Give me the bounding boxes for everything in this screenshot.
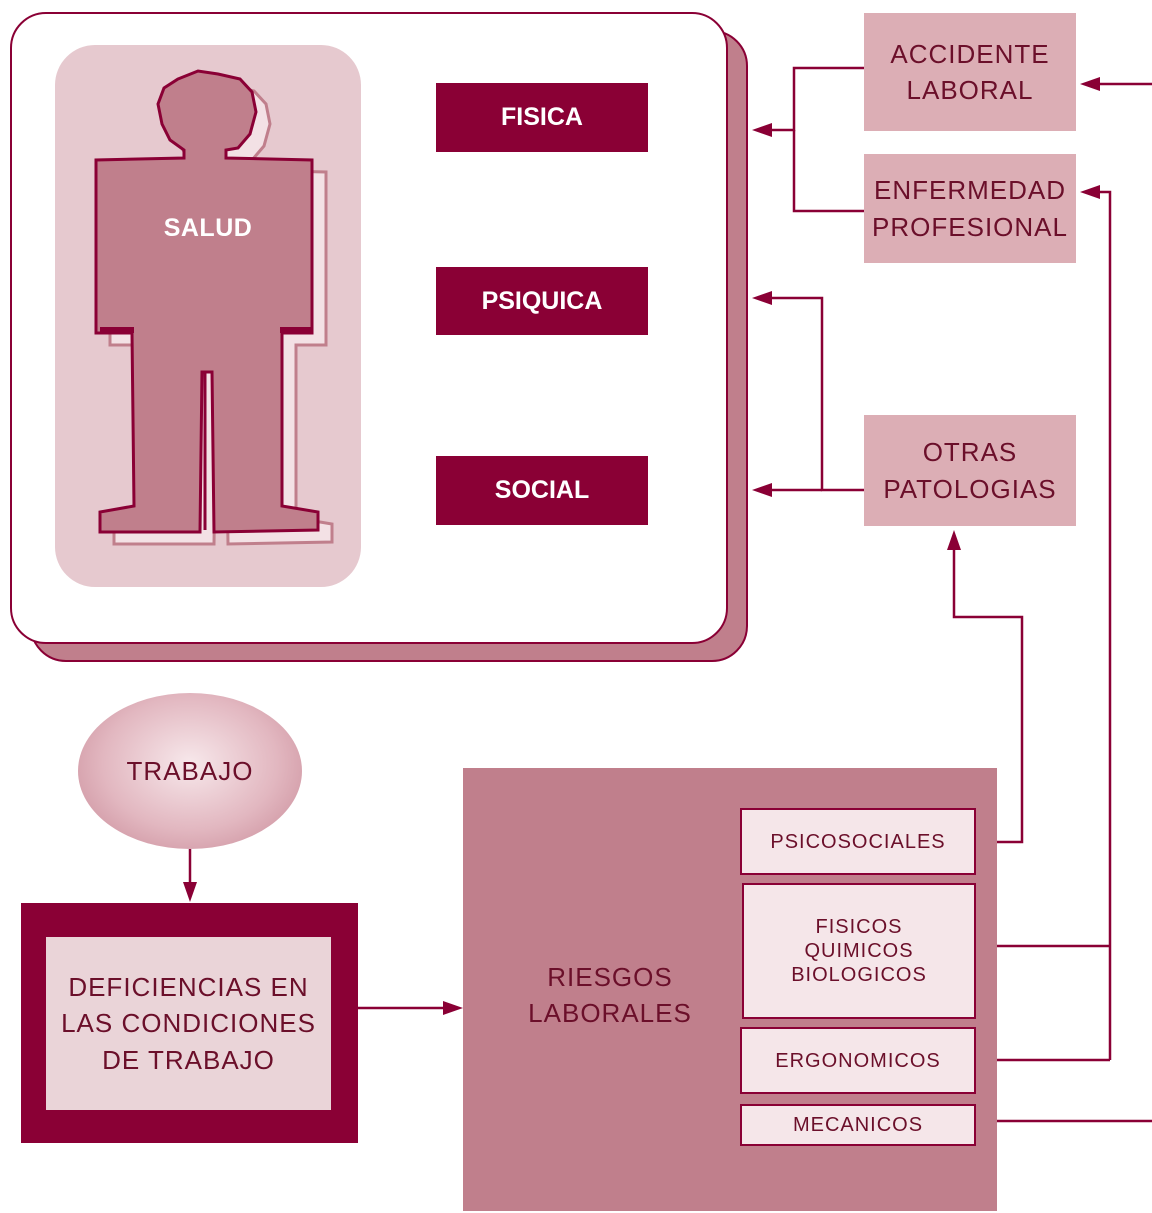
enfermedad-line-2: PROFESIONAL <box>872 211 1068 242</box>
arrowhead-enfermedad <box>1080 185 1100 199</box>
enfermedad-line-1: ENFERMEDAD <box>873 175 1066 206</box>
fisicos-quimicos-biologicos-box: FISICOS QUIMICOS BIOLOGICOS <box>742 883 976 1019</box>
salud-label: SALUD <box>163 213 253 242</box>
arrowhead-social <box>752 483 772 497</box>
arrowhead-fisica <box>752 123 772 137</box>
otras-line-1: OTRAS <box>922 437 1018 468</box>
psiquica-box: PSIQUICA <box>436 267 648 335</box>
mecanicos-box: MECANICOS <box>740 1104 976 1146</box>
deficiencias-line-2: LAS CONDICIONES <box>61 1008 316 1039</box>
arrowhead-otras <box>947 530 961 550</box>
trabajo-ellipse: TRABAJO <box>78 693 302 849</box>
riesgos-line-1: RIESGOS <box>547 961 673 992</box>
arrowhead-deficiencias <box>183 882 197 902</box>
accidente-line-2: LABORAL <box>906 75 1034 105</box>
connector-into-enfermedad <box>1098 190 1112 1060</box>
deficiencias-box: DEFICIENCIAS EN LAS CONDICIONES DE TRABA… <box>46 937 331 1110</box>
ergonomicos-box: ERGONOMICOS <box>740 1027 976 1094</box>
fisicos-line-1: FISICOS <box>815 916 903 938</box>
riesgos-line-2: LABORALES <box>528 998 692 1028</box>
enfermedad-profesional-box: ENFERMEDAD PROFESIONAL <box>864 154 1076 263</box>
connector-enfermedad <box>792 130 864 213</box>
human-silhouette-icon <box>94 69 334 546</box>
fisicos-line-3: BIOLOGICOS <box>791 964 927 986</box>
riesgos-laborales-label: RIESGOS LABORALES <box>480 940 740 1050</box>
arrowhead-riesgos <box>443 1001 463 1015</box>
connector-psicosociales <box>952 548 1024 844</box>
fisicos-line-2: QUIMICOS <box>804 940 914 962</box>
otras-line-2: PATOLOGIAS <box>883 473 1057 504</box>
fisica-box: FISICA <box>436 83 648 152</box>
social-box: SOCIAL <box>436 456 648 525</box>
psicosociales-box: PSICOSOCIALES <box>740 808 976 875</box>
deficiencias-line-3: DE TRABAJO <box>102 1044 275 1075</box>
connector-accidente <box>770 66 864 132</box>
connector-otras-psiquica <box>770 296 864 492</box>
accidente-laboral-box: ACCIDENTE LABORAL <box>864 13 1076 131</box>
accidente-line-1: ACCIDENTE <box>890 38 1050 69</box>
arrowhead-psiquica <box>752 291 772 305</box>
deficiencias-line-1: DEFICIENCIAS EN <box>68 971 309 1002</box>
arrowhead-accidente <box>1080 77 1100 91</box>
otras-patologias-box: OTRAS PATOLOGIAS <box>864 415 1076 526</box>
